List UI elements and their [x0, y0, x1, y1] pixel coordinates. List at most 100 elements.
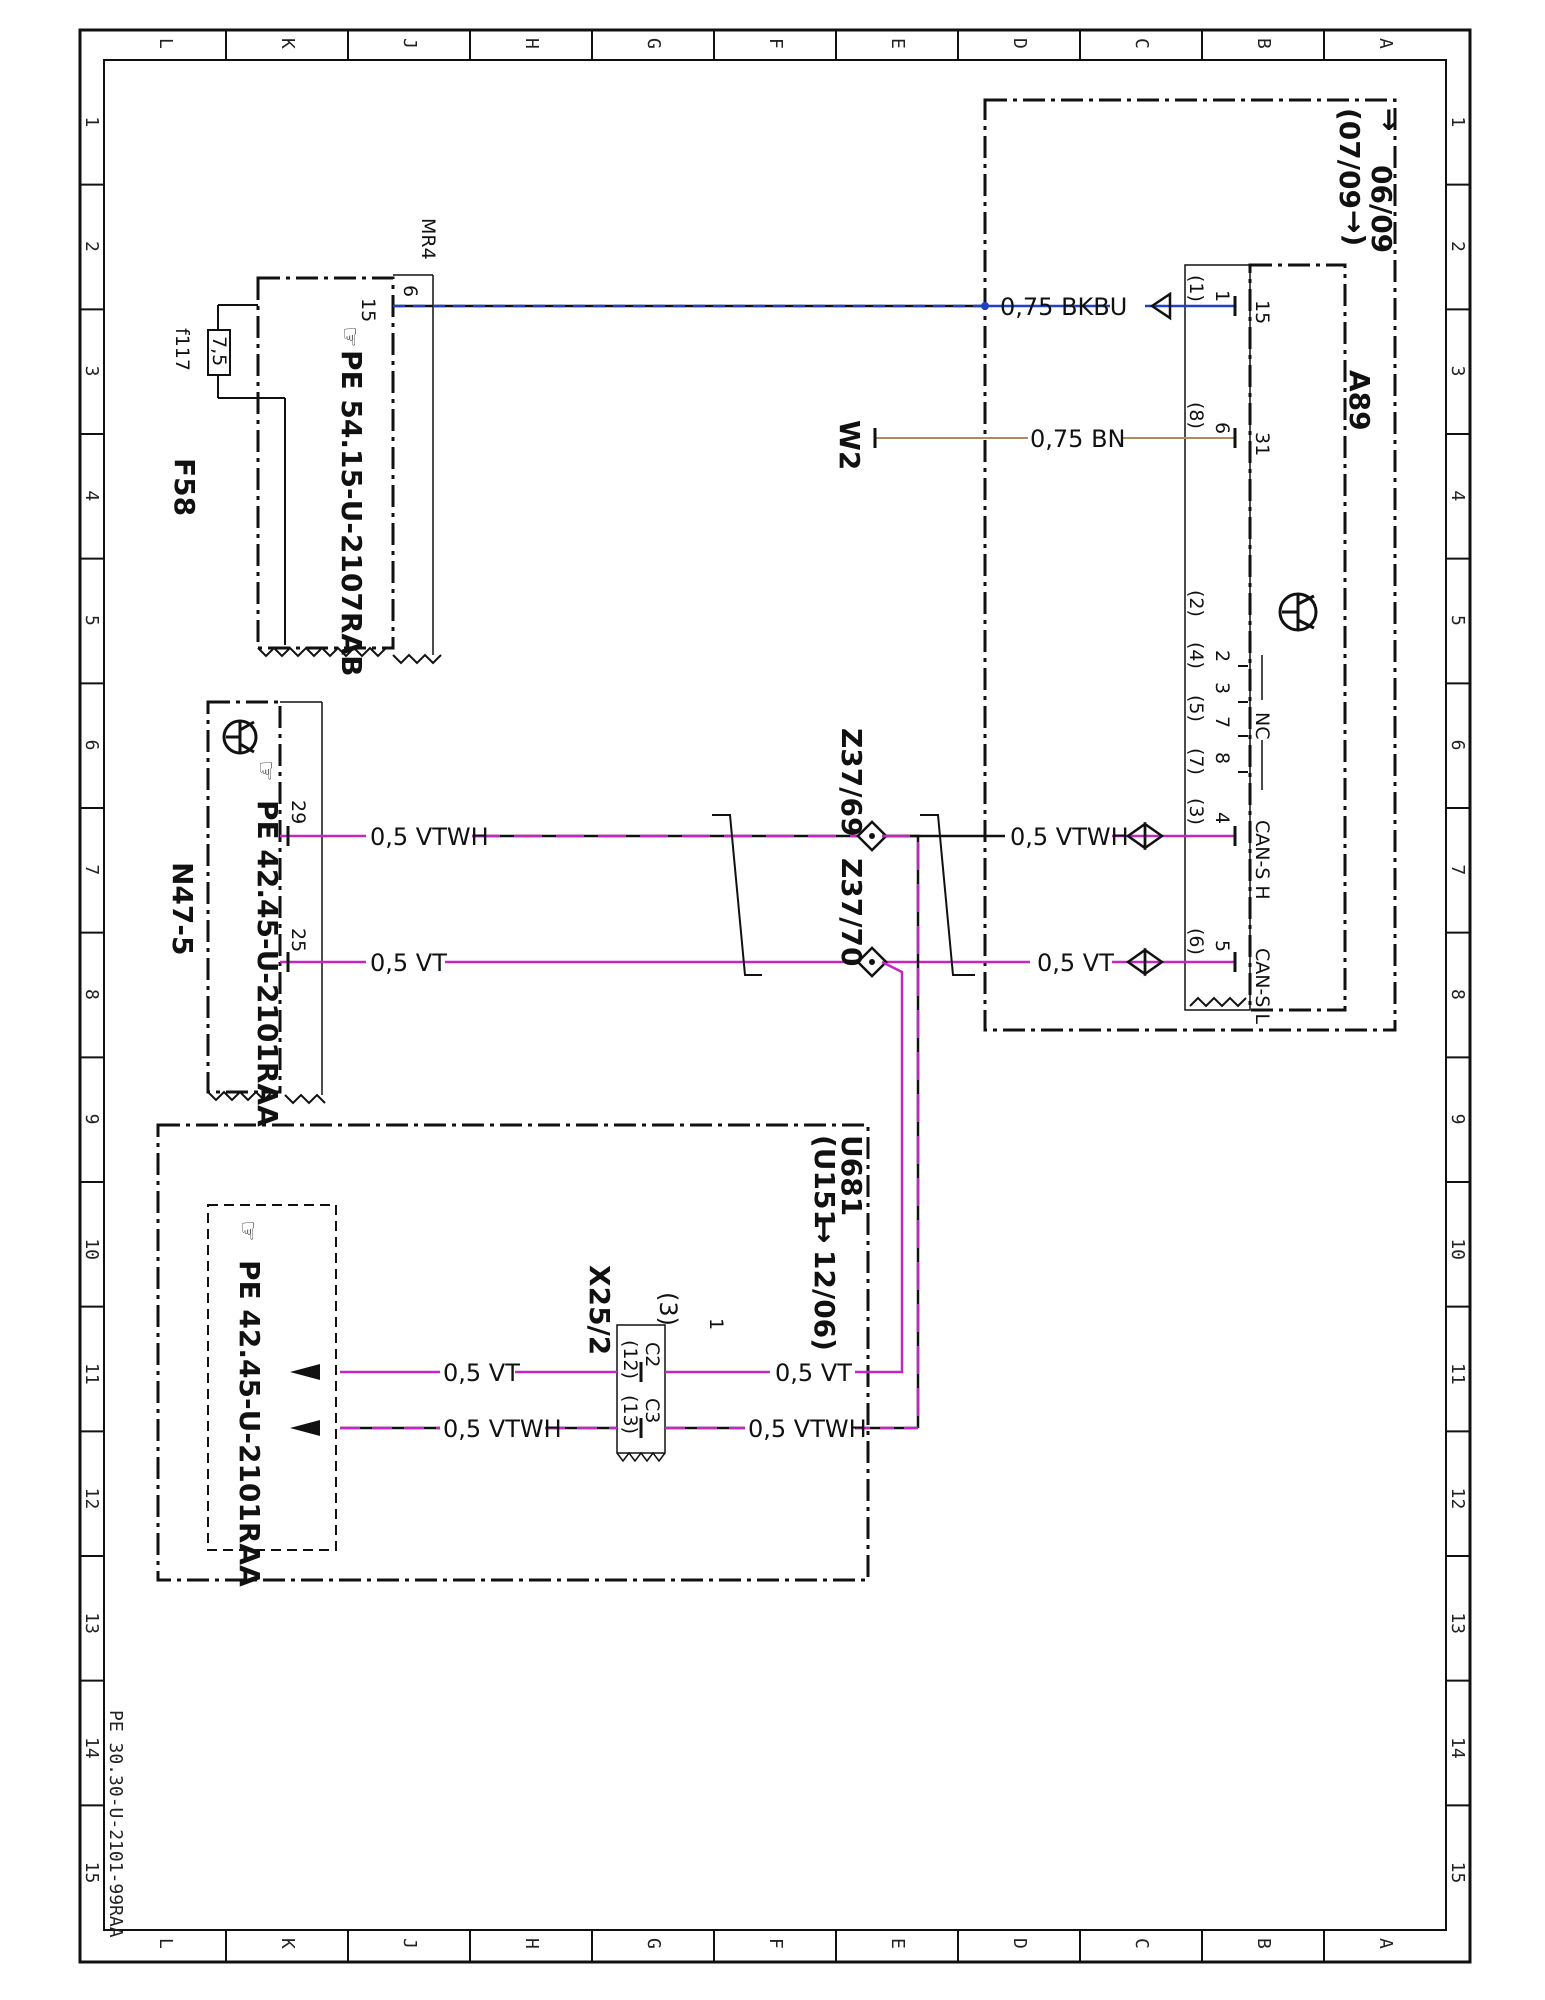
n47-5-module: ☞ PE 42.45-U-2101RAA N47-5 29 25 [166, 700, 326, 1127]
frame-row-label: 13 [81, 1612, 102, 1634]
frame-row-label: 6 [81, 740, 102, 751]
svg-text:6: 6 [399, 285, 421, 297]
wire-vt-label-n47: 0,5 VT [370, 949, 447, 977]
frame-col-label: A [1375, 1938, 1396, 1949]
svg-text:29: 29 [287, 800, 309, 824]
frame-col-label: E [887, 1938, 908, 1949]
svg-text:(7): (7) [1185, 748, 1207, 775]
svg-text:6: 6 [1211, 422, 1233, 434]
frame-row-label: 14 [81, 1737, 102, 1759]
frame-row-label: 15 [1447, 1862, 1468, 1884]
a89-validity-2: (07/09 [1333, 108, 1366, 209]
svg-text:3: 3 [1211, 682, 1233, 694]
frame-row-label: 5 [81, 615, 102, 626]
frame-col-label: D [1009, 38, 1030, 49]
svg-text:f117: f117 [171, 328, 193, 371]
svg-text:31: 31 [1251, 432, 1273, 456]
frame-col-label: F [765, 1938, 786, 1949]
transistor-icon [222, 719, 258, 755]
u681-module: U681 (U151 → 12/06) ☞ PE 42.45-U-2101RAA [156, 1123, 870, 1587]
f58-ref: PE 54.15-U-2107RAB [335, 350, 368, 676]
n47-label: N47-5 [166, 862, 199, 956]
svg-text:(6): (6) [1185, 928, 1207, 955]
x25-2-label: X25/2 [583, 1265, 616, 1355]
svg-text:7: 7 [1211, 716, 1233, 728]
svg-text:25: 25 [287, 928, 309, 952]
svg-text:5: 5 [1211, 940, 1233, 952]
frame-row-label: 10 [81, 1238, 102, 1260]
n47-ref: PE 42.45-U-2101RAA [251, 800, 284, 1127]
svg-text:1: 1 [1211, 290, 1233, 302]
frame-col-label: L [155, 1938, 176, 1949]
svg-text:(8): (8) [1185, 402, 1207, 429]
frame-row-label: 15 [81, 1862, 102, 1884]
wire-bn-label: 0,75 BN [1030, 425, 1125, 453]
svg-text:CAN-S H: CAN-S H [1251, 820, 1273, 900]
frame-row-label: 13 [1447, 1612, 1468, 1634]
svg-text:(1): (1) [1185, 275, 1207, 302]
transistor-icon [1278, 592, 1318, 632]
splice-z37-70-icon [856, 946, 888, 978]
frame-col-label: C [1131, 1938, 1152, 1949]
frame-row-label: 9 [81, 1114, 102, 1125]
u681-validity: (U151 [808, 1135, 841, 1229]
drawing-code: PE 30.30-U-2101-99RAA [105, 1710, 126, 1938]
u681-ref: PE 42.45-U-2101RAA [233, 1260, 266, 1587]
arrow-left-icon [290, 1420, 320, 1436]
svg-text:→: → [1373, 108, 1406, 131]
frame-row-label: 14 [1447, 1737, 1468, 1759]
f58-fuse-box: MR4 6 15 PE 54.15-U-2107RAB ☞ F58 7,5 f1… [168, 218, 442, 676]
frame-row-label: 4 [81, 490, 102, 501]
svg-text:4: 4 [1211, 812, 1233, 824]
svg-text:C2: C2 [641, 1342, 663, 1367]
frame-row-label: 2 [81, 241, 102, 252]
frame-row-label: 7 [81, 864, 102, 875]
frame-row-label: 11 [1447, 1363, 1468, 1385]
hand-pointer-icon: ☞ [234, 1220, 262, 1242]
frame-row-label: 4 [1447, 490, 1468, 501]
frame-row-label: 5 [1447, 615, 1468, 626]
wire-arrow-icon [1149, 291, 1172, 321]
svg-text:→): →) [1338, 210, 1371, 246]
svg-text:NC: NC [1251, 712, 1273, 739]
frame-row-label: 9 [1447, 1114, 1468, 1125]
wire-bkbu-label: 0,75 BKBU [1000, 293, 1127, 321]
frame-row-label: 10 [1447, 1238, 1468, 1260]
u681-validity-date: 12/06) [808, 1250, 841, 1351]
hand-pointer-icon: ☞ [252, 760, 280, 782]
frame-col-label: F [765, 38, 786, 49]
frame-col-label: L [155, 38, 176, 49]
frame-col-label: J [399, 1938, 420, 1949]
frame-col-label: K [277, 38, 298, 49]
frame-row-label: 3 [1447, 366, 1468, 377]
frame-col-label: B [1253, 1938, 1274, 1949]
svg-text:(13): (13) [619, 1395, 641, 1434]
a89-validity-1: 06/09 [1365, 165, 1398, 253]
frame-col-label: A [1375, 38, 1396, 49]
frame-row-label: 12 [1447, 1488, 1468, 1510]
frame-col-label: G [643, 38, 664, 49]
frame-row-label: 11 [81, 1363, 102, 1385]
svg-text:(12): (12) [619, 1340, 641, 1379]
wire-vt-label-u681-right: 0,5 VT [775, 1359, 852, 1387]
frame-row-label: 12 [81, 1488, 102, 1510]
a89-module: A89 06/09 (07/09 → →) 15 31 CAN-S H CAN-… [983, 98, 1406, 1032]
wires: 0,75 BKBU 0,75 BN W2 0,5 VTWH 0,5 VTWH 0… [280, 291, 1237, 1443]
frame-row-label: 2 [1447, 241, 1468, 252]
x25-2-connector: X25/2 1 (3) C2 C3 (12) (13) [583, 1265, 727, 1463]
fuse-f117 [207, 329, 231, 376]
wire-vtwh-label-u681-left: 0,5 VTWH [443, 1415, 562, 1443]
u681-label: U681 [835, 1135, 868, 1216]
svg-text:(4): (4) [1185, 642, 1207, 669]
frame-col-label: J [399, 38, 420, 49]
frame-row-label: 1 [81, 116, 102, 127]
svg-text:8: 8 [1211, 752, 1233, 764]
splice-z37-69-icon [856, 820, 888, 852]
frame-row-label: 8 [1447, 989, 1468, 1000]
a89-label: A89 [1343, 370, 1376, 431]
svg-text:→: → [808, 1220, 841, 1243]
wire-vtwh-label-a89: 0,5 VTWH [1010, 823, 1129, 851]
svg-text:C3: C3 [641, 1398, 663, 1423]
